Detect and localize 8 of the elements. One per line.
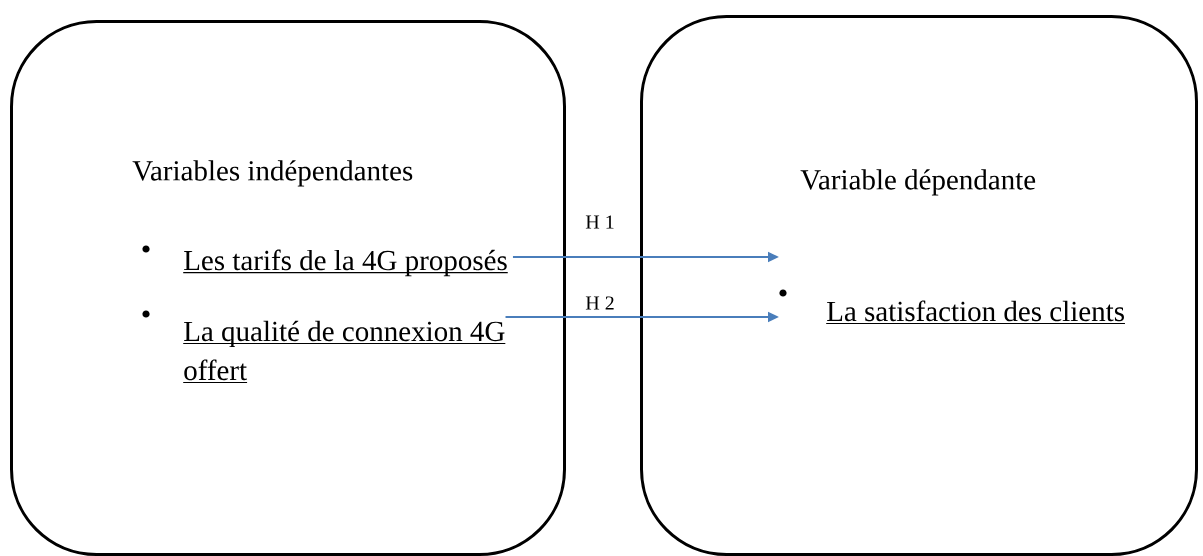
node-label: Les tarifs de la 4G proposés	[184, 249, 507, 277]
list-item: La qualité de connexion 4G offert	[142, 310, 506, 384]
edge-label: H 2	[585, 296, 614, 310]
edge-label: H 1	[585, 215, 614, 229]
node-label: La satisfaction des clients	[827, 300, 1124, 322]
list-item: Les tarifs de la 4G proposés	[142, 245, 509, 277]
list-item: La satisfaction des clients	[779, 289, 1126, 325]
node-label: La qualité de connexion 4G offert	[184, 320, 505, 381]
